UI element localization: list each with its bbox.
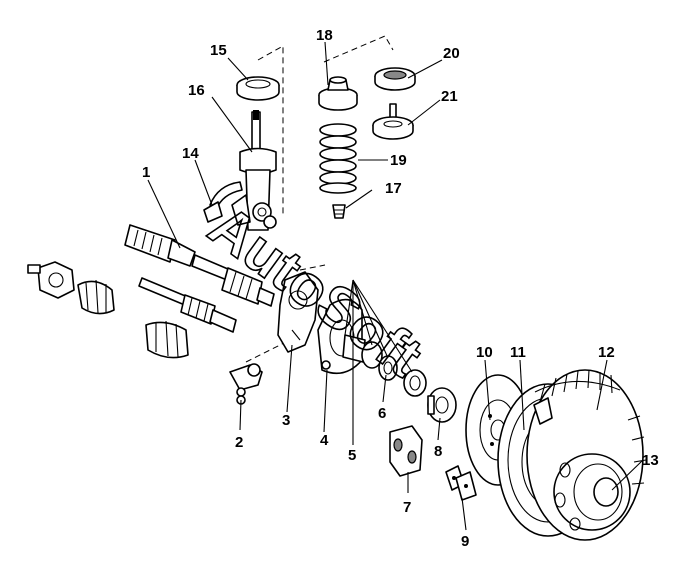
callout-11: 11 <box>510 344 526 361</box>
wheel-rim-part <box>553 453 631 531</box>
callout-16: 16 <box>188 82 205 99</box>
strut-top-mount-part <box>374 67 416 91</box>
steering-knuckle-part <box>277 271 319 353</box>
callout-13: 13 <box>642 452 659 469</box>
callout-19: 19 <box>390 152 407 169</box>
callout-4: 4 <box>320 432 329 449</box>
brake-hose-bracket-part <box>203 181 243 223</box>
callout-18: 18 <box>316 27 333 44</box>
callout-21: 21 <box>441 88 458 105</box>
callout-8: 8 <box>434 443 442 460</box>
drive-shaft-lower-part <box>138 277 237 333</box>
callout-1: 1 <box>142 164 150 181</box>
callout-labels: 1 2 3 4 5 6 7 8 9 10 11 12 13 14 15 16 1… <box>142 27 659 550</box>
callout-7: 7 <box>403 499 411 516</box>
wheel-hub-part <box>427 387 457 423</box>
strut-mount-seat-part <box>236 76 280 101</box>
bearing-set-part <box>342 334 427 397</box>
callout-15: 15 <box>210 42 227 59</box>
brake-caliper-part <box>389 425 423 477</box>
callout-20: 20 <box>443 45 460 62</box>
bump-stop-part <box>332 204 346 219</box>
strut-bearing-part <box>372 103 414 140</box>
cv-joint-group-part <box>27 261 189 359</box>
callout-3: 3 <box>282 412 290 429</box>
drive-shaft-upper-part <box>124 224 275 307</box>
shock-absorber-part <box>231 110 277 231</box>
callout-17: 17 <box>385 180 402 197</box>
callout-9: 9 <box>461 533 469 550</box>
ball-joint-part <box>229 363 263 405</box>
callout-14: 14 <box>182 145 199 162</box>
callout-5: 5 <box>348 447 356 464</box>
leader-lines <box>147 41 644 531</box>
callout-6: 6 <box>378 405 386 422</box>
brake-pads-part <box>445 465 477 501</box>
callout-2: 2 <box>235 434 243 451</box>
callout-10: 10 <box>476 344 493 361</box>
spring-upper-seat-part <box>318 76 358 111</box>
coil-spring-part <box>319 123 357 194</box>
callout-12: 12 <box>598 344 615 361</box>
